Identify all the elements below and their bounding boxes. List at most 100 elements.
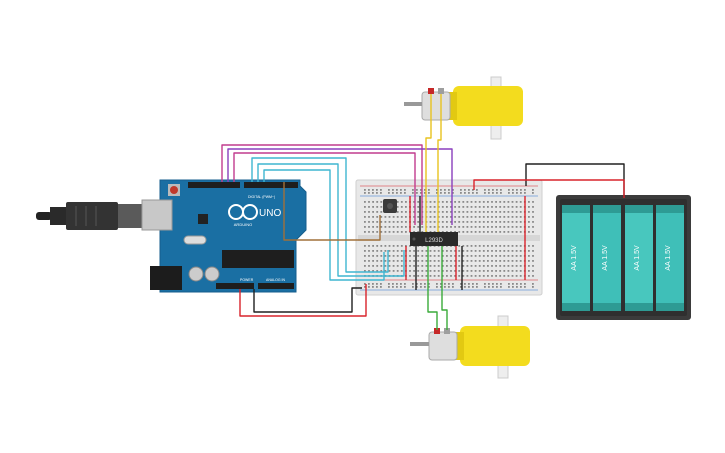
breadboard-hole [437,275,440,277]
breadboard-hole [417,221,420,223]
breadboard-hole [372,245,374,247]
breadboard-hole [368,189,370,191]
wire-magenta[interactable] [221,144,423,225]
power-header[interactable] [216,283,254,289]
breadboard-hole [452,283,454,285]
breadboard-hole [409,265,411,267]
breadboard-hole [384,270,387,272]
breadboard-hole [364,206,366,208]
breadboard-hole [466,245,469,247]
breadboard-hole [499,250,502,252]
breadboard-hole [499,255,502,257]
breadboard-hole [380,250,383,252]
wire-cyan-3[interactable] [263,169,385,281]
breadboard-hole [417,275,420,277]
breadboard-hole [368,260,370,262]
breadboard-hole [491,250,493,252]
breadboard-hole [519,265,522,267]
battery-cell-label: AA 1.5V [571,245,578,271]
breadboard-hole [515,255,518,257]
breadboard-hole [396,250,399,252]
breadboard-hole [532,226,534,228]
breadboard-hole [482,275,485,277]
arduino-uno-board[interactable]: UNO ARDUINO DIGITAL (PWM~) POWER ANALOG … [36,179,307,293]
breadboard-hole [441,255,444,257]
breadboard-hole [495,245,497,247]
dc-motor-bottom[interactable] [410,315,530,379]
breadboard-hole [462,275,465,277]
breadboard-hole [507,201,510,203]
breadboard-hole [413,270,415,272]
wire-cyan[interactable] [251,157,389,273]
breadboard-hole [448,283,450,285]
digital-header-high[interactable] [244,182,298,188]
wire-yellow-motor-2[interactable] [437,94,442,232]
wire-green-motor[interactable] [427,246,438,330]
breadboard-hole [470,231,473,233]
breadboard-hole [436,192,438,194]
breadboard-hole [478,216,481,218]
breadboard-hole [376,286,378,288]
wire-magenta-2[interactable] [233,152,416,225]
breadboard-hole [503,231,506,233]
breadboard-hole [421,270,424,272]
breadboard-hole [482,221,485,223]
breadboard-hole [368,231,370,233]
breadboard-hole [380,226,383,228]
breadboard-hole [400,226,403,228]
breadboard-hole [507,216,510,218]
breadboard-hole [405,201,407,203]
breadboard-hole [417,270,420,272]
l293d-motor-driver[interactable]: L293D [410,232,458,246]
wire-red-battery[interactable] [473,179,625,198]
breadboard-hole [496,283,498,285]
breadboard-hole [470,201,473,203]
breadboard-hole [446,275,448,277]
wire-orange[interactable] [283,182,381,241]
sensor-component[interactable] [383,199,397,213]
breadboard-hole [507,231,510,233]
digital-header-low[interactable] [188,182,240,188]
breadboard-hole [424,283,426,285]
breadboard-hole [458,245,461,247]
wire-purple[interactable] [227,148,453,225]
breadboard-hole [392,221,395,223]
reset-button[interactable] [170,186,178,194]
breadboard-hole [388,286,390,288]
breadboard-hole [441,265,444,267]
breadboard-hole [464,189,466,191]
dc-motor-top[interactable] [404,76,523,140]
breadboard-hole [446,265,448,267]
breadboard-hole [452,192,454,194]
breadboard-hole [450,216,452,218]
wire-green-motor-2[interactable] [441,246,448,330]
breadboard-hole [364,283,366,285]
wire-yellow-motor[interactable] [425,94,432,232]
wire-cyan-2[interactable] [257,163,405,277]
breadboard-hole [433,206,436,208]
breadboard-hole [388,283,390,285]
breadboard-hole [499,275,502,277]
breadboard-hole [384,226,387,228]
breadboard-hole [495,211,497,213]
battery-pack[interactable]: AA 1.5V AA 1.5V AA 1.5V AA 1.5V [556,195,691,320]
breadboard-hole [452,286,454,288]
breadboard-hole [499,245,502,247]
breadboard-hole [474,231,477,233]
breadboard-hole [491,231,493,233]
breadboard-hole [450,206,452,208]
breadboard-hole [380,255,383,257]
breadboard-hole [482,255,485,257]
breadboard-hole [446,221,448,223]
analog-header[interactable] [258,283,294,289]
breadboard-hole [409,255,411,257]
wire-black-ground[interactable] [253,287,362,313]
breadboard-hole [462,270,465,272]
breadboard-hole [474,245,477,247]
breadboard-hole [511,221,514,223]
breadboard-hole [417,255,420,257]
breadboard-hole [532,255,534,257]
wire-red-power[interactable] [239,284,367,317]
breadboard-hole [519,201,522,203]
